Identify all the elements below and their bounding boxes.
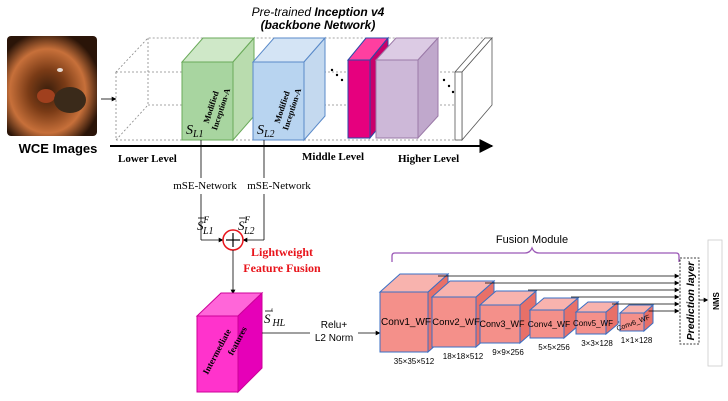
ellipsis-dots-1: [330, 68, 344, 82]
fusion-label-line1: Lightweight: [251, 245, 313, 259]
conv-label-3: Conv3_WF: [479, 319, 525, 329]
conv-cube-4: [528, 296, 580, 340]
wce-label: WCE Images: [19, 141, 98, 156]
relu-label-line2: L2 Norm: [315, 333, 353, 344]
conv-cube-5: [574, 300, 620, 336]
wce-image: [7, 36, 97, 136]
relu-label-line1: Relu+: [321, 320, 348, 331]
header-subtitle: (backbone Network): [261, 18, 376, 32]
conv-size-5: 3×3×128: [581, 339, 613, 348]
s-l2-label: SL2: [257, 123, 275, 140]
s-hl-label: S'HL: [264, 307, 286, 329]
lower-level-label: Lower Level: [118, 153, 177, 165]
header-title: Pre-trained Inception v4: [252, 5, 385, 19]
s-l1-label: SL1: [186, 123, 204, 140]
nms-label: NMS: [712, 291, 721, 309]
mse-network-left: mSE-Network: [173, 180, 237, 192]
higher-level-label: Higher Level: [398, 153, 459, 165]
conv-size-3: 9×9×256: [492, 348, 524, 357]
conv-size-1: 35×35×512: [394, 357, 435, 366]
mse-network-right: mSE-Network: [247, 180, 311, 192]
inception-block-1: [180, 36, 256, 142]
conv-size-4: 5×5×256: [538, 343, 570, 352]
conv-label-4: Conv4_WF: [528, 319, 571, 329]
conv-stack: Conv1_WF 35×35×512 Conv2_WF 18×18×512 Conv3_…: [378, 272, 680, 366]
middle-level-label: Middle Level: [302, 151, 364, 163]
conv-label-1: Conv1_WF: [381, 317, 431, 328]
conv-cube-6: [618, 303, 655, 333]
higher-block: [454, 36, 493, 142]
prediction-layer-box: [679, 257, 700, 345]
nms-box: [707, 239, 723, 367]
prediction-layer-label: Prediction layer: [685, 261, 697, 341]
ellipsis-dots-2: [442, 78, 455, 94]
conv-label-5: Conv5_WF: [573, 319, 613, 328]
conv-label-2: Conv2_WF: [432, 317, 480, 328]
conv-size-6: 1×1×128: [621, 336, 653, 345]
fusion-label-line2: Feature Fusion: [243, 261, 321, 275]
middle-block-lilac: [374, 36, 440, 140]
intermediate-features-block: [195, 291, 264, 394]
inception-block-2: [251, 36, 327, 142]
fusion-module-brace: [391, 246, 680, 262]
fusion-module-label: Fusion Module: [496, 234, 568, 246]
fusion-plus-icon: [222, 229, 244, 251]
conv-size-2: 18×18×512: [443, 352, 484, 361]
conv-cube-3: [478, 289, 538, 345]
